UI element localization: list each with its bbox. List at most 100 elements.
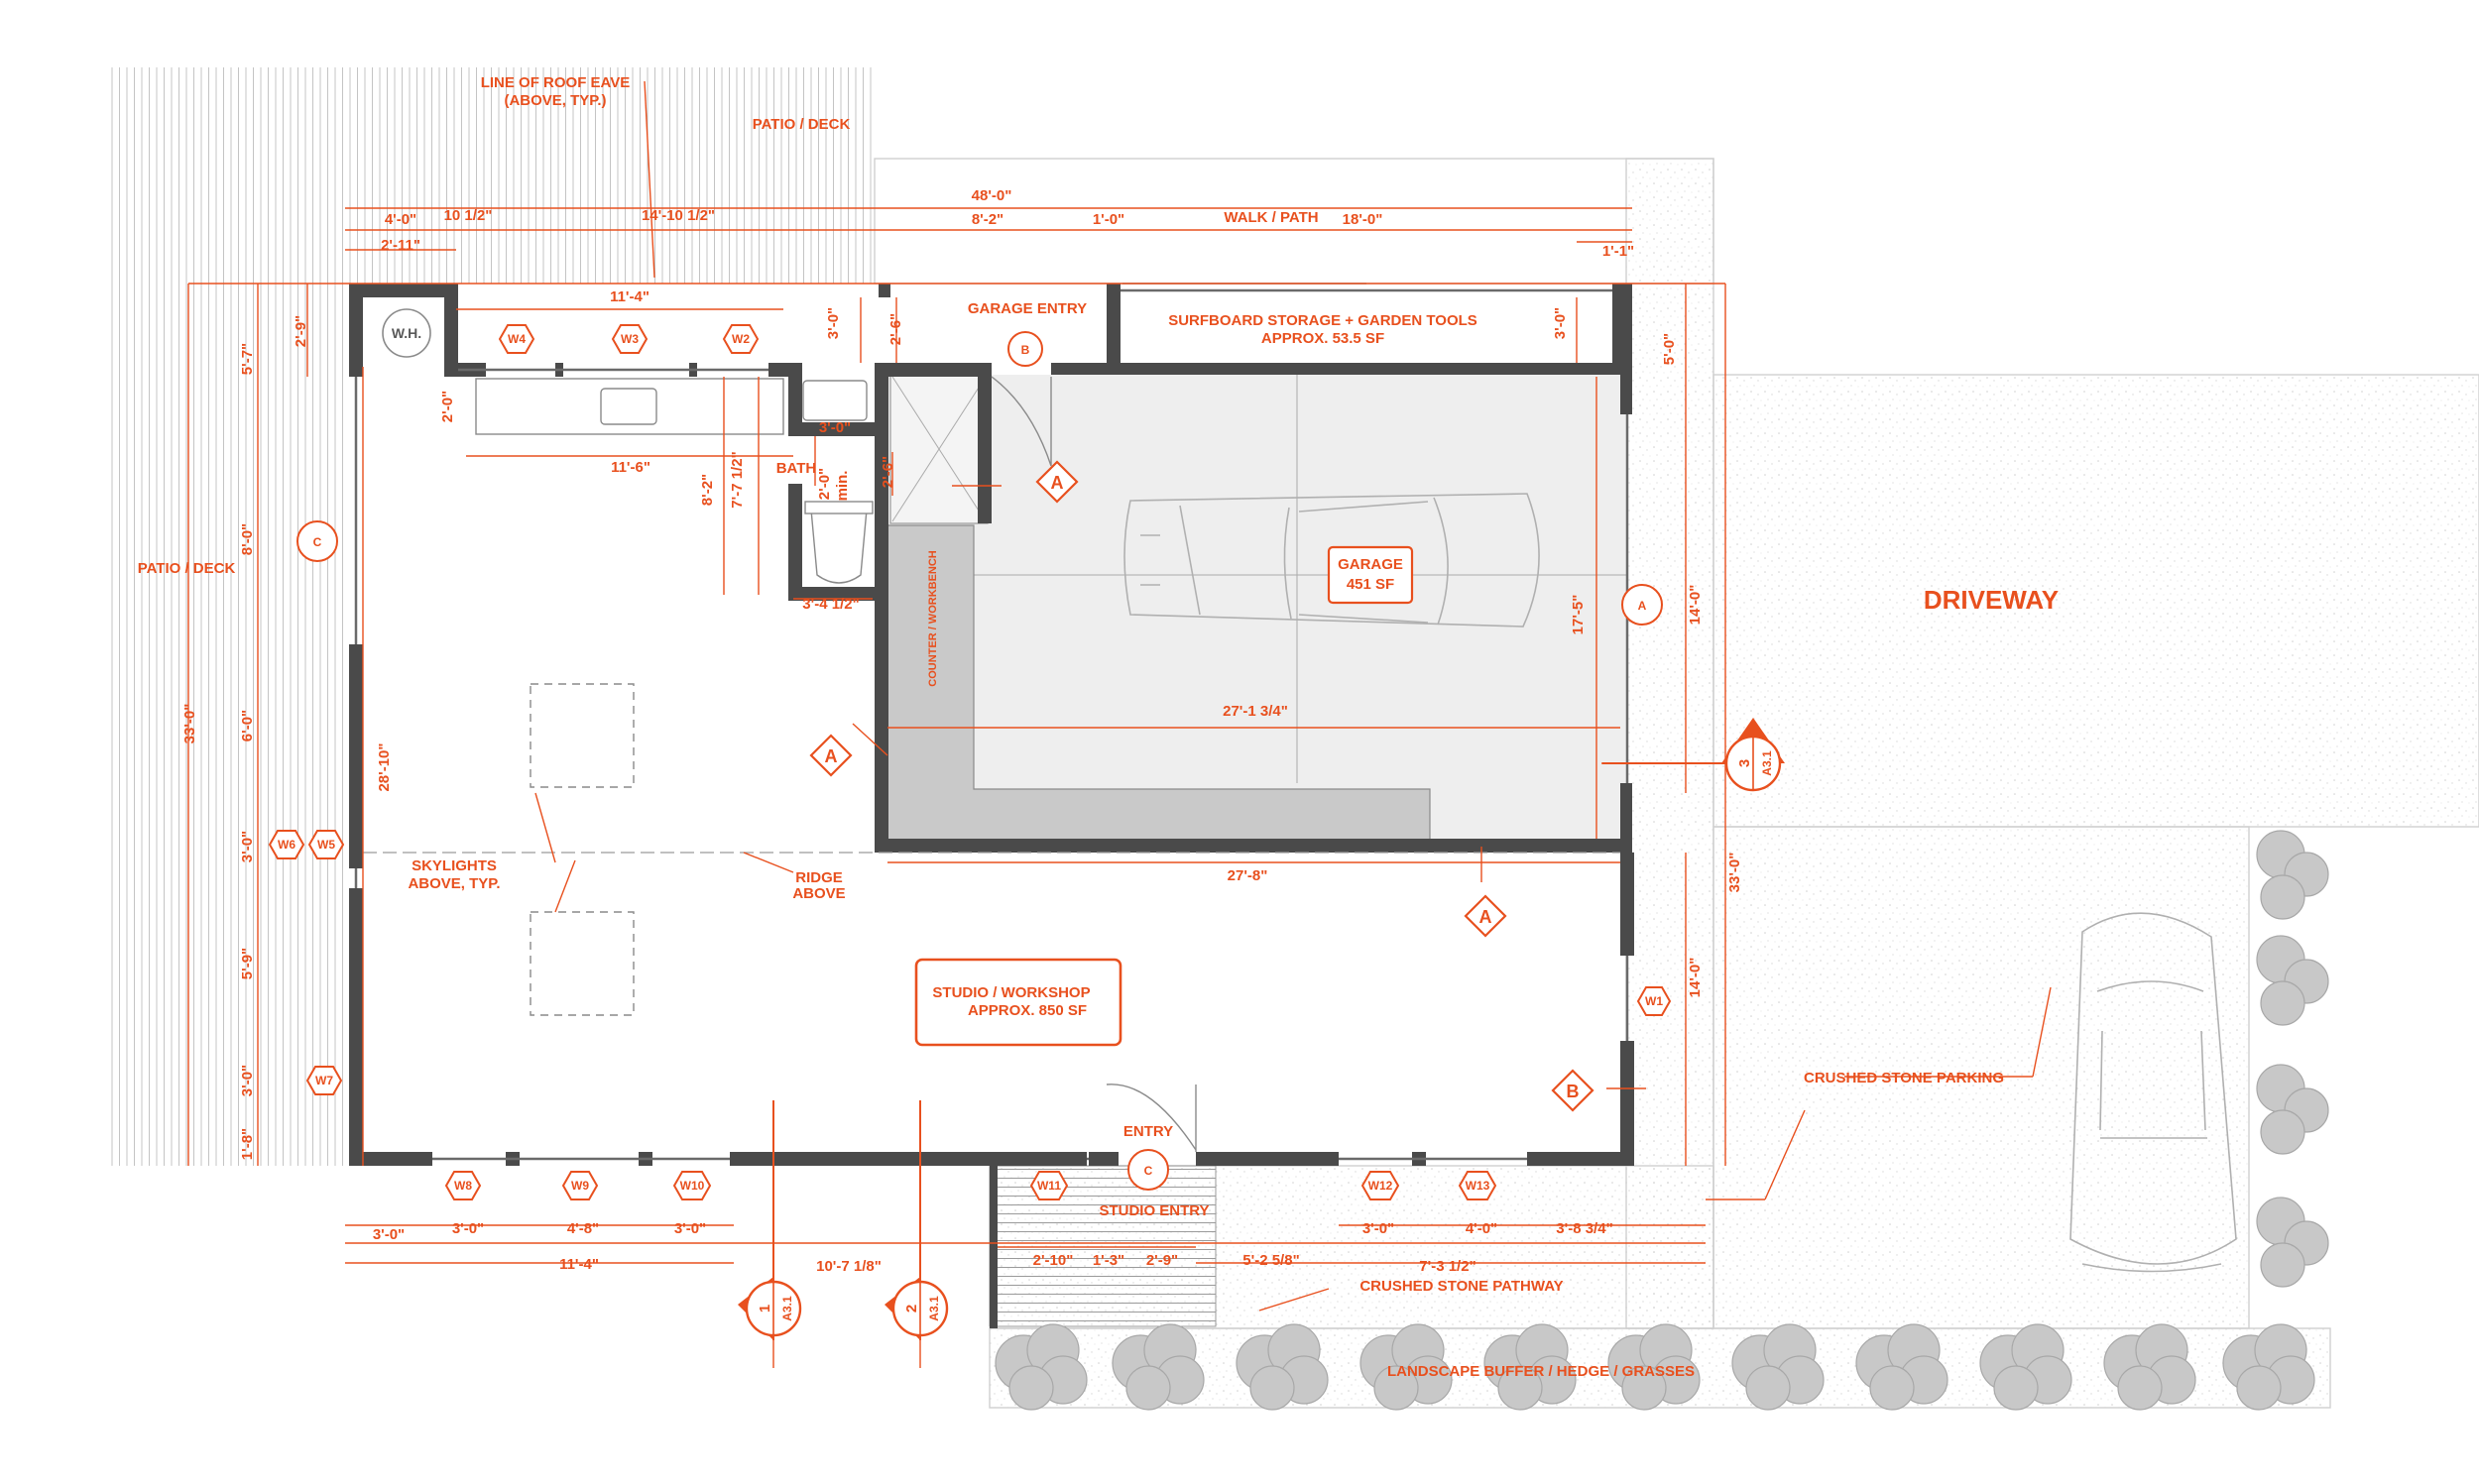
door-tag-b-top: B	[1007, 331, 1043, 367]
svg-text:6'-0": 6'-0"	[239, 710, 256, 742]
skylight	[530, 911, 635, 1016]
svg-text:5'-0": 5'-0"	[1661, 333, 1678, 365]
svg-text:A: A	[1051, 473, 1064, 493]
svg-text:3'-0": 3'-0"	[452, 1220, 484, 1237]
ridge-label-1: RIDGE	[795, 869, 843, 886]
shrub	[1979, 1323, 2072, 1411]
wall-tag-a-divider: A	[1464, 894, 1507, 938]
svg-text:min.: min.	[834, 471, 851, 502]
svg-text:2'-9": 2'-9"	[1146, 1252, 1178, 1269]
garage-entry-label: GARAGE ENTRY	[968, 300, 1087, 317]
svg-text:A3.1: A3.1	[780, 1296, 794, 1321]
shrub	[995, 1323, 1088, 1411]
skylights-label-2: ABOVE, TYP.	[408, 875, 500, 892]
svg-text:C: C	[313, 535, 322, 549]
parking-car	[2069, 912, 2237, 1273]
svg-text:18'-0": 18'-0"	[1343, 211, 1383, 228]
svg-text:3: 3	[1736, 759, 1753, 767]
roof-eave-label-2: (ABOVE, TYP.)	[504, 92, 606, 109]
window-tag-w9: W9	[561, 1171, 599, 1200]
crushed-path-label: CRUSHED STONE PATHWAY	[1359, 1278, 1563, 1295]
svg-text:B: B	[1567, 1082, 1580, 1101]
svg-text:4'-8": 4'-8"	[567, 1220, 599, 1237]
skylights	[530, 683, 635, 1016]
svg-text:W6: W6	[278, 838, 295, 852]
svg-text:W7: W7	[315, 1074, 333, 1087]
window-tag-w3: W3	[611, 324, 649, 354]
svg-text:W13: W13	[1466, 1179, 1490, 1193]
svg-text:2'-0": 2'-0"	[816, 468, 833, 500]
svg-text:5'-7": 5'-7"	[239, 343, 256, 375]
door-tag-c-entry: C	[1127, 1149, 1169, 1191]
svg-text:28'-10": 28'-10"	[376, 742, 393, 791]
svg-text:3'-0": 3'-0"	[373, 1226, 405, 1243]
window-tag-w8: W8	[444, 1171, 482, 1200]
wall-type-tags: A A A B	[809, 460, 1594, 1112]
landscape-label: LANDSCAPE BUFFER / HEDGE / GRASSES	[1387, 1363, 1695, 1380]
window-tag-w11: W11	[1029, 1171, 1069, 1200]
svg-text:W11: W11	[1037, 1179, 1061, 1193]
svg-text:A: A	[825, 746, 838, 766]
studio-label-box	[914, 958, 1122, 1047]
svg-text:10 1/2": 10 1/2"	[444, 207, 493, 224]
svg-text:W10: W10	[680, 1179, 705, 1193]
svg-text:2'-6": 2'-6"	[887, 313, 904, 345]
driveway-label: DRIVEWAY	[1924, 585, 2059, 615]
shrub	[2256, 1197, 2329, 1288]
svg-text:3'-0": 3'-0"	[825, 307, 842, 339]
svg-text:8'-2": 8'-2"	[699, 474, 716, 506]
svg-text:W3: W3	[621, 332, 639, 346]
svg-text:3'-0": 3'-0"	[239, 831, 256, 862]
entry-steps	[989, 1165, 1217, 1327]
svg-text:27'-8": 27'-8"	[1228, 867, 1268, 884]
window-tag-w2: W2	[722, 324, 760, 354]
garage-slab	[887, 375, 1626, 847]
shrub	[1483, 1323, 1577, 1411]
svg-text:3'-0": 3'-0"	[674, 1220, 706, 1237]
svg-text:4'-0": 4'-0"	[385, 211, 416, 228]
surfboard-label-1: SURFBOARD STORAGE + GARDEN TOOLS	[1168, 312, 1477, 329]
shrub	[1731, 1323, 1825, 1411]
section-marker-1: 1 A3.1	[738, 1100, 802, 1340]
svg-text:2'-9": 2'-9"	[293, 315, 309, 347]
svg-text:2: 2	[903, 1305, 920, 1313]
svg-text:W1: W1	[1645, 994, 1663, 1008]
water-heater-label: W.H.	[392, 325, 421, 341]
studio-label-2: APPROX. 850 SF	[968, 1002, 1087, 1019]
svg-text:W8: W8	[454, 1179, 472, 1193]
door-tag-a-right: A	[1621, 584, 1663, 626]
svg-text:2'-6": 2'-6"	[880, 456, 896, 488]
svg-text:3'-0": 3'-0"	[819, 419, 851, 436]
water-heater: W.H.	[382, 308, 431, 358]
counter-label: COUNTER / WORKBENCH	[927, 550, 939, 687]
svg-text:A3.1: A3.1	[1760, 750, 1774, 776]
section-marker-3: 3 A3.1	[1602, 718, 1785, 792]
bath-fixtures	[475, 378, 874, 584]
svg-text:11'-4": 11'-4"	[610, 288, 649, 305]
svg-text:11'-6": 11'-6"	[611, 459, 650, 476]
svg-text:2'-11": 2'-11"	[381, 237, 420, 254]
wall-tag-a-counter: A	[809, 734, 853, 777]
site-context	[111, 67, 2479, 1409]
window-glazing	[354, 288, 1629, 1161]
garage-label-1: GARAGE	[1338, 556, 1403, 573]
svg-text:14'-0": 14'-0"	[1687, 585, 1704, 626]
garage-label-box	[1327, 545, 1414, 605]
walk-path-right	[1625, 158, 1714, 1329]
shrub	[2222, 1323, 2315, 1411]
entry-label: ENTRY	[1123, 1123, 1173, 1140]
svg-text:2'-10": 2'-10"	[1033, 1252, 1074, 1269]
wall-tag-a-bath: A	[1035, 460, 1079, 504]
svg-text:A3.1: A3.1	[927, 1296, 941, 1321]
wall-tag-b: B	[1551, 1069, 1594, 1112]
window-tag-w6: W6	[268, 830, 305, 859]
window-tag-w4: W4	[498, 324, 535, 354]
surfboard-label-2: APPROX. 53.5 SF	[1261, 330, 1384, 347]
patio-top-label: PATIO / DECK	[753, 116, 851, 133]
garage-label-2: 451 SF	[1347, 576, 1394, 593]
deck-left	[111, 67, 349, 1166]
skylight	[530, 683, 635, 788]
svg-text:3'-4 1/2": 3'-4 1/2"	[802, 596, 859, 613]
svg-text:17'-5": 17'-5"	[1570, 595, 1587, 635]
